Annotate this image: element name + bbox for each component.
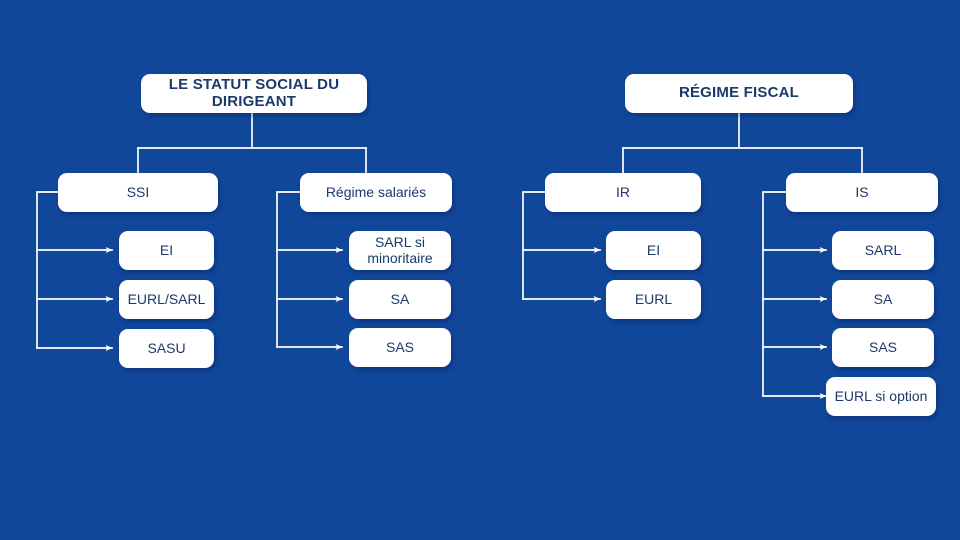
node-ir-leaf-eurl[interactable]: EURL [606,280,701,319]
node-is-label: IS [855,183,869,200]
node-is-leaf-eurl-si-option[interactable]: EURL si option [826,377,936,416]
node-ir-leaf-ei[interactable]: EI [606,231,701,270]
node-is-leaf-sarl-label: SARL [864,241,902,258]
node-ssi-leaf-ei[interactable]: EI [119,231,214,270]
node-is[interactable]: IS [786,173,938,212]
node-salaries-leaf-sas[interactable]: SAS [349,328,451,367]
node-salaries-leaf-sa[interactable]: SA [349,280,451,319]
node-ssi[interactable]: SSI [58,173,218,212]
node-ssi-leaf-ei-label: EI [159,241,174,258]
connector-is-trunk [762,191,787,397]
node-ssi-leaf-eurl-sarl[interactable]: EURL/SARL [119,280,214,319]
node-ir-leaf-ei-label: EI [646,241,661,258]
node-ssi-label: SSI [126,183,150,200]
node-salaries-leaf-sas-label: SAS [385,338,414,355]
node-title-statut-social[interactable]: LE STATUT SOCIAL DU DIRIGEANT [141,74,367,113]
node-salaries-leaf-sarl-minoritaire-label: SARL si minoritaire [367,233,433,266]
node-is-leaf-sa[interactable]: SA [832,280,934,319]
node-ssi-leaf-eurl-sarl-label: EURL/SARL [127,290,206,307]
connector-ir-trunk [522,191,546,300]
node-is-leaf-sa-label: SA [873,290,893,307]
node-ir[interactable]: IR [545,173,701,212]
node-is-leaf-sarl[interactable]: SARL [832,231,934,270]
node-regime-salaries-label: Régime salariés [325,183,427,200]
node-salaries-leaf-sarl-minoritaire[interactable]: SARL si minoritaire [349,231,451,270]
node-title-regime-fiscal-label: RÉGIME FISCAL [678,84,800,102]
node-regime-salaries[interactable]: Régime salariés [300,173,452,212]
node-is-leaf-eurl-si-option-label: EURL si option [834,387,928,404]
node-title-regime-fiscal[interactable]: RÉGIME FISCAL [625,74,853,113]
node-title-statut-social-label: LE STATUT SOCIAL DU DIRIGEANT [168,75,340,110]
connector-ssi-trunk [36,191,59,349]
node-ssi-leaf-sasu-label: SASU [147,339,186,356]
node-ssi-leaf-sasu[interactable]: SASU [119,329,214,368]
node-ir-leaf-eurl-label: EURL [634,290,673,307]
node-is-leaf-sas-label: SAS [868,338,897,355]
node-ir-label: IR [616,183,630,200]
node-salaries-leaf-sa-label: SA [390,290,410,307]
connector-salaries-trunk [276,191,301,348]
node-is-leaf-sas[interactable]: SAS [832,328,934,367]
